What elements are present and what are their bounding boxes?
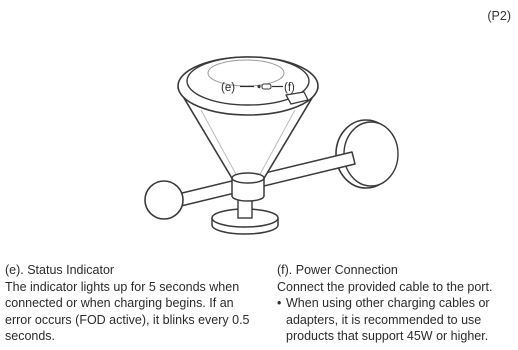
callout-label-f: (f)	[284, 82, 295, 94]
base-pedestal	[211, 199, 279, 235]
charger-stand-illustration: (e) (f)	[144, 56, 399, 235]
status-indicator-body: The indicator lights up for 5 seconds wh…	[5, 279, 250, 344]
power-connection-bullet-text: When using other charging cables or adap…	[286, 296, 490, 343]
status-indicator-section: (e). Status Indicator The indicator ligh…	[5, 262, 260, 345]
cone-collar	[231, 172, 265, 202]
status-indicator-dot	[257, 84, 261, 89]
callout-label-e: (e)	[221, 82, 235, 94]
power-connection-title: (f). Power Connection	[277, 263, 398, 277]
wall-mount-disc	[335, 119, 399, 189]
power-connection-body: Connect the provided cable to the port.	[277, 279, 493, 294]
power-connection-bullet: • When using other charging cables or ad…	[277, 295, 517, 345]
page-number: (P2)	[487, 9, 511, 23]
power-port	[261, 83, 272, 90]
bullet-icon: •	[277, 296, 282, 310]
ball-end	[144, 180, 184, 220]
power-connection-section: (f). Power Connection Connect the provid…	[277, 262, 517, 345]
status-indicator-title: (e). Status Indicator	[5, 263, 115, 277]
